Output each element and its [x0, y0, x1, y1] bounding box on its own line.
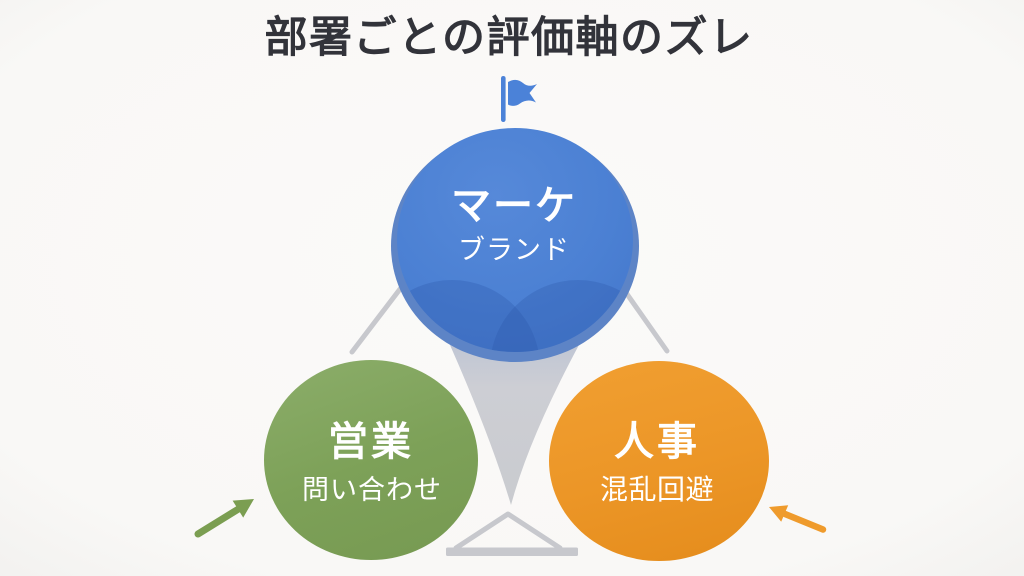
sales-circle	[264, 360, 478, 560]
arrow-up-left-icon	[769, 505, 827, 533]
orange-arrow-head	[769, 505, 789, 522]
node-sales: 営業 問い合わせ	[264, 360, 478, 560]
triangle-bottom-base	[446, 547, 578, 556]
marketing-department-label: マーケ	[451, 184, 577, 228]
hr-axis-label: 混乱回避	[600, 474, 714, 505]
marketing-circle	[397, 128, 633, 352]
arrow-up-right-icon	[194, 499, 254, 538]
center-overlap-shape	[450, 343, 580, 505]
triangle-bottom-corner	[446, 511, 578, 556]
green-arrow-head	[232, 499, 254, 518]
flag-pole	[501, 76, 506, 122]
node-hr: 人事 混乱回避	[549, 361, 769, 561]
hr-department-label: 人事	[614, 420, 700, 464]
triangle-bottom-chevron	[453, 511, 563, 551]
orange-arrow-shaft	[781, 510, 827, 533]
flag-icon	[501, 76, 537, 122]
flag-banner	[508, 79, 537, 106]
green-arrow-shaft	[194, 505, 242, 538]
sales-department-label: 営業	[328, 420, 414, 464]
sales-axis-label: 問い合わせ	[302, 475, 442, 505]
page-title: 部署ごとの評価軸のズレ	[264, 14, 753, 62]
hr-circle	[549, 361, 769, 561]
marketing-axis-label: ブランド	[458, 235, 570, 265]
